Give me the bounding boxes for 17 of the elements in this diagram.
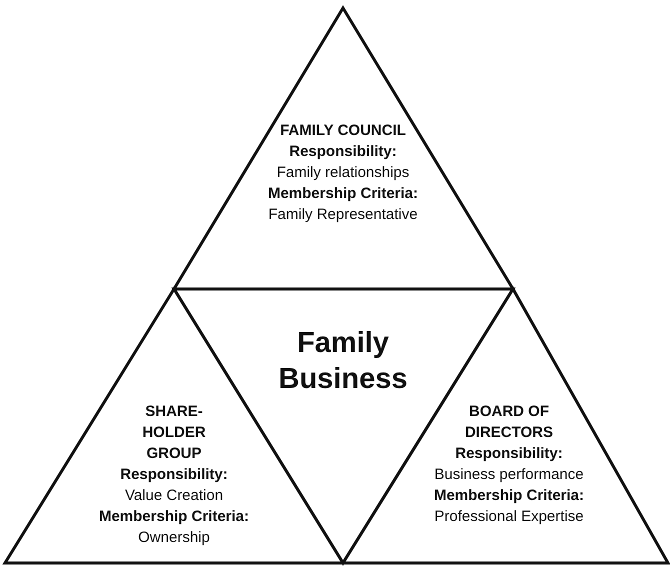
section-heading: SHARE- HOLDER GROUP: [141, 402, 207, 464]
triangle-section: [174, 8, 513, 289]
field-label: Responsibility:: [454, 444, 564, 464]
field-value: Business performance: [433, 465, 585, 485]
field-label: Membership Criteria:: [98, 507, 250, 527]
section-heading: BOARD OF DIRECTORS: [464, 402, 554, 443]
field-label: Responsibility:: [119, 465, 229, 485]
field-label: Responsibility:: [288, 142, 398, 162]
field-value: Professional Expertise: [433, 507, 585, 527]
field-label: Membership Criteria:: [432, 486, 586, 506]
center-title: Family Business: [278, 326, 408, 397]
field-label: Membership Criteria:: [266, 184, 420, 204]
field-value: Family Representative: [267, 205, 419, 225]
field-value: Ownership: [137, 528, 211, 548]
field-value: Value Creation: [124, 486, 224, 506]
section-heading: FAMILY COUNCIL: [279, 121, 407, 141]
field-value: Family relationships: [276, 163, 410, 183]
